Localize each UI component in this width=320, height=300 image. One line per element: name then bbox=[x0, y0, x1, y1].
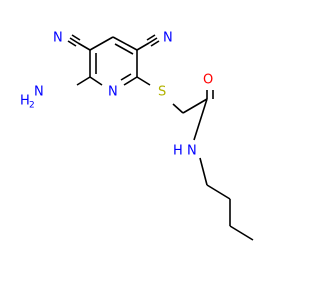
bond-nitrile-right-1 bbox=[148, 37, 158, 44]
bond-nitrile-left-2 bbox=[67, 40, 77, 47]
bond-c3-c4 bbox=[89, 36, 114, 51]
bond-nitrile-left-1 bbox=[69, 37, 79, 44]
bond-nitrile-left-3 bbox=[71, 34, 81, 41]
bond-n-c1 bbox=[199, 157, 208, 186]
bond-c3-c4 bbox=[229, 225, 254, 241]
ring-n-label: N bbox=[108, 85, 118, 100]
amide-h-label: H bbox=[173, 144, 183, 159]
bond-c6-n1 bbox=[123, 76, 138, 86]
bond-c5-cn-right bbox=[136, 42, 150, 51]
amide-n-label: N bbox=[187, 144, 197, 159]
structure-diagram: N N H N 2 N S O N H bbox=[20, 31, 254, 241]
bond-c6-n1-inner bbox=[120, 73, 132, 81]
amine-h-label: H bbox=[20, 94, 30, 109]
pyridine-ring bbox=[89, 36, 138, 86]
bond-c4-c5 bbox=[112, 36, 138, 51]
bond-n1-c2 bbox=[89, 76, 103, 86]
bond-c6-s bbox=[136, 76, 151, 86]
bond-co-n bbox=[193, 98, 208, 141]
bond-nitrile-right-3 bbox=[146, 34, 156, 41]
amine-subscript: 2 bbox=[29, 101, 35, 111]
sulfur-label: S bbox=[158, 85, 166, 100]
bond-c4-c5-inner bbox=[114, 43, 134, 55]
bond-ch2-co bbox=[182, 98, 208, 114]
nitrile-n-right-label: N bbox=[163, 31, 173, 46]
amine-n-label: N bbox=[34, 85, 44, 100]
bond-nitrile-right-2 bbox=[150, 40, 160, 47]
nitrile-n-left-label: N bbox=[53, 31, 63, 46]
bond-c3-cn-left bbox=[77, 42, 91, 51]
bond-c1-c2 bbox=[206, 184, 231, 200]
bond-c2-nh2 bbox=[76, 76, 91, 86]
oxygen-label: O bbox=[203, 73, 213, 88]
molecule-canvas: N N H N 2 N S O N H bbox=[20, 30, 254, 241]
bond-s-ch2 bbox=[172, 103, 184, 114]
